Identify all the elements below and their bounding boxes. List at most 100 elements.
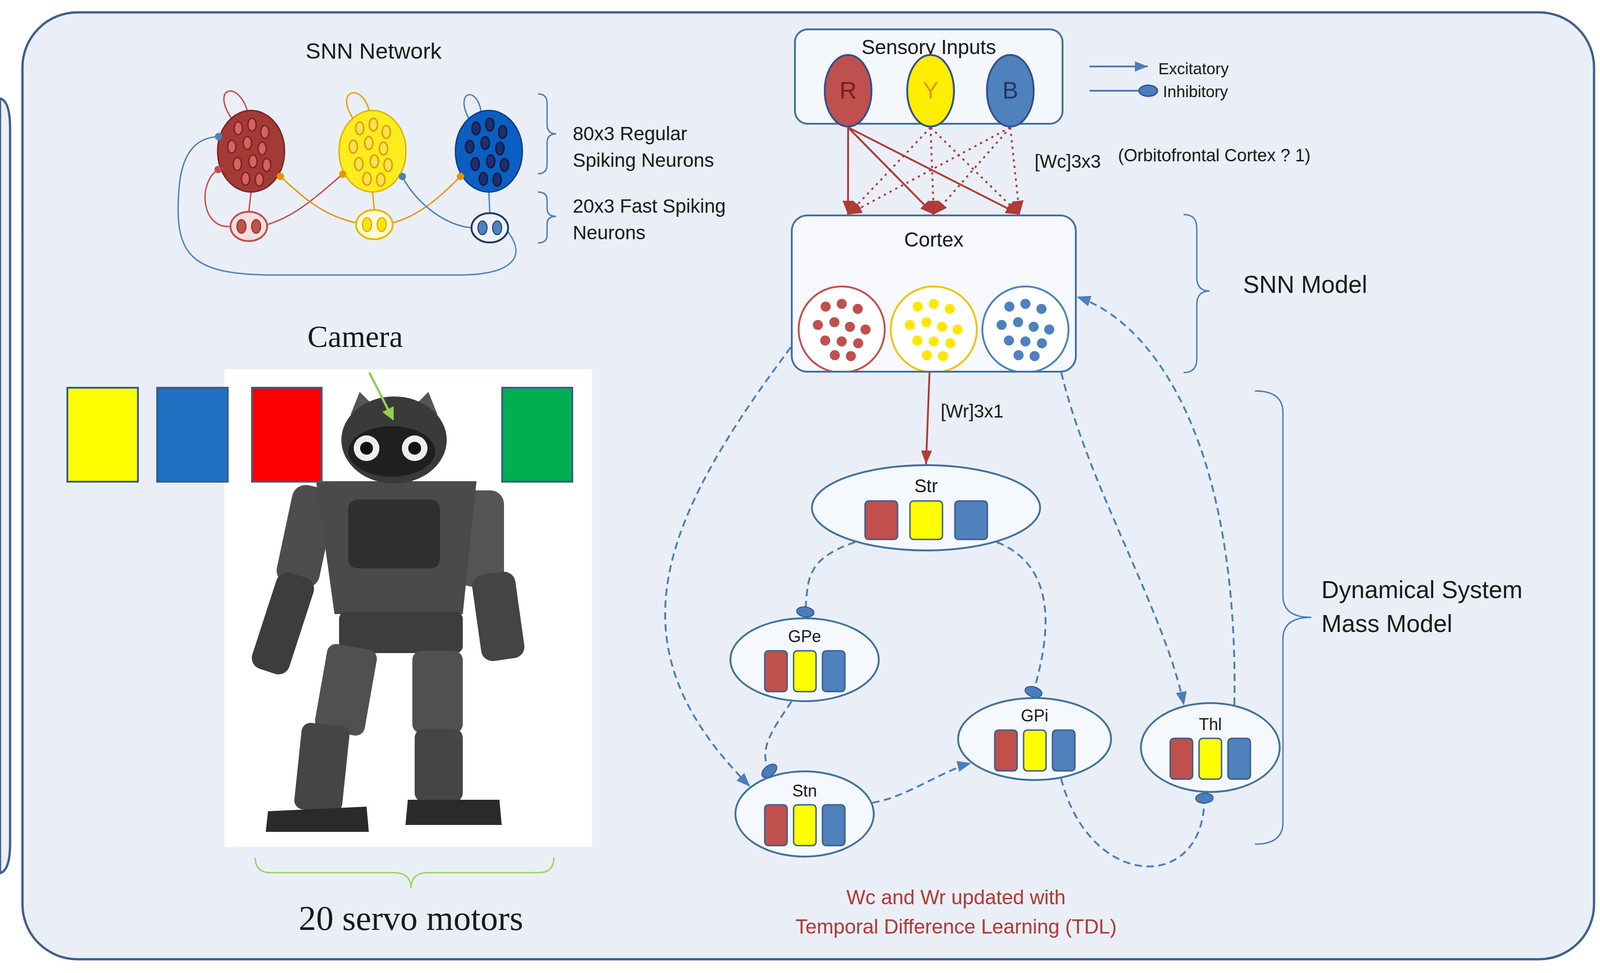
connector — [930, 127, 1020, 215]
robot-foot — [265, 806, 369, 832]
node-shape — [735, 771, 874, 857]
connector — [848, 127, 1011, 215]
channel-bar — [822, 650, 845, 692]
channel-bar — [764, 804, 788, 846]
legend-sample — [1089, 65, 1148, 68]
robot-foot — [405, 799, 502, 825]
channel-letter: B — [1002, 76, 1019, 105]
connector — [804, 542, 855, 618]
channel-bars — [864, 499, 989, 541]
synapse-dot — [214, 132, 223, 141]
weight-label: [Wc]3x3 — [1034, 150, 1101, 172]
neuron-dot — [1020, 298, 1031, 309]
brace — [537, 191, 557, 243]
robot-eye — [401, 435, 428, 461]
photo-ground — [224, 369, 592, 847]
connector — [665, 347, 791, 787]
connector — [848, 127, 934, 215]
brace — [1183, 214, 1210, 373]
population — [230, 211, 268, 242]
neuron-dot — [1028, 321, 1039, 332]
cortex-box: Cortex — [790, 214, 1077, 373]
population — [339, 110, 406, 192]
robot-head — [341, 396, 447, 484]
neuron-dot — [236, 219, 247, 234]
neuron-dot — [251, 219, 261, 234]
snn-populations — [214, 110, 523, 243]
legend-sample — [1089, 89, 1140, 92]
channel-bar — [865, 500, 898, 540]
synapse-dot — [276, 172, 285, 181]
neuron-dot — [836, 336, 847, 347]
neuron-dot — [492, 220, 502, 235]
robot-eye — [353, 435, 380, 461]
neuron-dot — [812, 319, 823, 330]
neuron-dot — [936, 321, 948, 332]
nucleus-name: Stn — [792, 781, 817, 800]
neuron-dot — [852, 303, 863, 314]
bracket-note: 80x3 Regular Spiking Neurons — [572, 120, 739, 174]
part-label: 20 servo motors — [298, 898, 524, 938]
connector — [926, 372, 930, 465]
previous-panel — [0, 98, 11, 873]
color-card — [67, 387, 138, 482]
connector — [933, 127, 1011, 215]
neuron-dot — [836, 298, 847, 309]
channel-bar — [793, 804, 817, 846]
neuron-dot — [1036, 338, 1047, 349]
synapse-dot — [398, 172, 406, 181]
channel-bar — [909, 500, 943, 540]
label-box: Camera — [307, 318, 403, 355]
node-shape — [730, 618, 879, 702]
channel-bars — [763, 803, 846, 847]
node-shape — [811, 465, 1041, 551]
robot-face — [348, 426, 436, 477]
robot-arm — [248, 569, 318, 677]
population-circle — [798, 286, 885, 371]
connector — [848, 127, 1020, 215]
population — [455, 110, 523, 192]
neuron-dot — [1004, 301, 1015, 312]
synapse-dot — [456, 172, 465, 181]
connector — [1076, 296, 1235, 705]
edge-label: [Wr]3x1 — [937, 400, 1007, 422]
connector — [872, 762, 972, 803]
neuron-dot — [912, 335, 923, 346]
robot-hips — [339, 611, 463, 653]
robot-chest — [348, 499, 440, 569]
node-shape — [907, 54, 954, 127]
node-shape — [958, 697, 1112, 780]
nucleus-name: GPi — [1020, 706, 1049, 725]
synapse — [372, 191, 375, 210]
input-circle: B — [986, 54, 1035, 128]
neuron-dot — [1013, 317, 1024, 328]
synapse — [402, 176, 472, 228]
population — [217, 110, 285, 192]
nucleus-ellipse: Str — [810, 464, 1042, 552]
channel-bar — [1227, 738, 1251, 779]
label-box: Excitatory — [1158, 59, 1229, 78]
connector — [1061, 372, 1184, 706]
label-box: Dynamical System Mass Model — [1321, 572, 1546, 641]
label-box: 20x3 Fast Spiking Neurons — [572, 192, 739, 247]
note: Wc and Wr updated with Temporal Differen… — [795, 882, 1117, 942]
snn-connections — [178, 91, 516, 275]
node-shape — [986, 54, 1034, 127]
legend-text: Excitatory — [1158, 59, 1229, 78]
synapse — [392, 176, 461, 223]
population-circle — [890, 286, 977, 371]
neuron-dot — [928, 336, 939, 347]
label-box: 20 servo motors — [298, 898, 524, 938]
nucleus-ellipse: GPi — [957, 696, 1113, 781]
node-shape — [1140, 702, 1280, 792]
connector — [848, 127, 931, 215]
neuron-dot — [1036, 303, 1047, 314]
channel-bar — [1170, 738, 1193, 779]
neuron-dot — [1013, 350, 1024, 361]
legend-sample — [1139, 85, 1158, 97]
neuron-dots — [349, 118, 393, 187]
neuron-dots — [465, 118, 509, 187]
synapse — [248, 191, 252, 212]
box-title: Cortex — [904, 228, 964, 252]
